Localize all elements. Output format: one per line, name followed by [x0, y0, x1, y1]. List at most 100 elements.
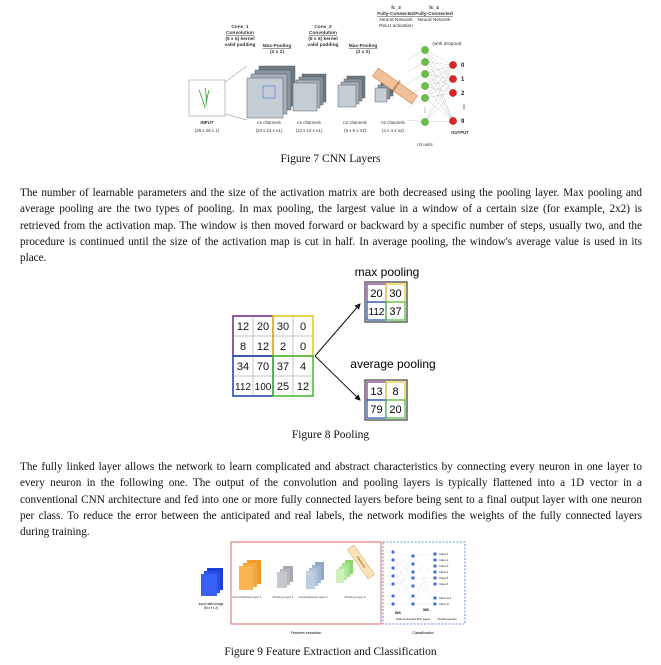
class-label-6: Class 6: [439, 582, 449, 586]
avg-cell-1-0: 79: [370, 404, 382, 416]
stage3-dims: (8 x 8 x n2): [344, 128, 366, 133]
fc3-label-4: ReLU activation: [379, 23, 413, 29]
conv1-label-1: Conv_1: [231, 24, 249, 30]
avg-cell-0-0: 13: [370, 386, 382, 398]
grid-cell-0-0: 12: [237, 321, 249, 333]
class-label-5: Class 5: [439, 576, 449, 580]
stage1-title: n1 channels: [257, 120, 281, 125]
output-ellipsis: ⋮: [461, 104, 467, 111]
conv2-label-1: Conv_2: [314, 24, 332, 30]
fc4-label-2: Fully-Connected: [415, 11, 453, 17]
pool1-label-2: (2 x 2): [270, 49, 284, 55]
fc3-neurons: [421, 46, 429, 126]
max-pooling-output-grid: [364, 281, 408, 323]
w1-label: W1: [395, 610, 402, 615]
figure-7-cnn-layers: Conv_1 Convolution (5 x 5) kernel valid …: [188, 5, 469, 147]
grid-cell-1-2: 2: [280, 341, 286, 353]
stage2-title: n1 channels: [297, 120, 321, 125]
flattened-bar: Flattened: [372, 67, 418, 105]
fc3-label-3: Neural Network: [379, 17, 413, 23]
output-digit-9: 9: [461, 119, 465, 125]
input-label: INPUT: [200, 120, 213, 125]
grid-cell-1-3: 0: [300, 341, 306, 353]
input-digit-glyph: [198, 87, 210, 109]
fc-layer-label: Fully-connected (FC) Layer: [396, 617, 430, 621]
grid-cell-0-2: 30: [277, 321, 289, 333]
class-label-3: Class 3: [439, 564, 449, 568]
output-neurons: [449, 61, 457, 125]
max-pooling-label: max pooling: [355, 265, 420, 279]
conv2-label-3: (5 x 5) kernel: [308, 36, 337, 42]
conv1-label-4: valid padding: [225, 42, 256, 48]
pool2-label-1: Max-Pooling: [349, 43, 378, 49]
layer-label-conv1: Convolutional Layer 1: [232, 595, 261, 599]
paragraph-fully-connected: The fully linked layer allows the networ…: [20, 461, 642, 539]
pooling-layer-2-maps: [336, 560, 353, 583]
figure-8-pooling: 12 20 30 0 8 12 2 0 34 70 37 4 112 100 2…: [232, 265, 436, 421]
classification-label: Classification: [412, 631, 433, 635]
grid-cell-3-1: 100: [255, 382, 272, 393]
pool1-label-1: Max-Pooling: [263, 43, 292, 49]
class-label-q: Class Q: [439, 602, 450, 606]
grid-cell-2-2: 37: [277, 361, 289, 373]
conv1-label-3: (5 x 5) kernel: [225, 36, 254, 42]
conv-layer-1-maps: [239, 560, 261, 590]
fc4-label-3: Neural Network: [417, 17, 451, 23]
average-pooling-arrow: [314, 355, 361, 401]
max-pooling-arrow: [314, 303, 361, 357]
figure-9-caption: Figure 9 Feature Extraction and Classifi…: [224, 646, 437, 658]
input-dims: (28 x 28 x 1): [195, 128, 220, 133]
grid-cell-2-3: 4: [300, 361, 306, 373]
output-digit-0: 0: [461, 63, 465, 69]
output-neurons-label: Output neurons: [437, 617, 457, 621]
max-cell-0-0: 20: [370, 288, 382, 300]
grid-cell-2-0: 34: [237, 361, 249, 373]
input-radio-image: [201, 568, 223, 596]
figure-8-caption: Figure 8 Pooling: [291, 429, 370, 441]
fc4-label-1: fc_4: [429, 5, 439, 11]
pool2-label-2: (2 x 2): [356, 49, 370, 55]
grid-cell-2-1: 70: [257, 361, 269, 373]
grid-cell-1-0: 8: [240, 341, 246, 353]
grid-cell-3-3: 12: [297, 381, 309, 393]
input-image-dims: (M x f x 2): [204, 606, 218, 610]
conv-layer-2-maps: [306, 562, 324, 589]
grid-cell-3-2: 25: [277, 381, 289, 393]
output-label: OUTPUT: [451, 130, 469, 135]
grid-cell-1-1: 12: [257, 341, 269, 353]
stage1-dims: (24 x 24 x n1): [256, 128, 283, 133]
w2-label: W2: [423, 607, 430, 612]
pooling-input-grid: [232, 315, 314, 397]
stage3-title: n2 channels: [343, 120, 367, 125]
max-cell-1-0: 112: [369, 307, 385, 318]
layer-label-pool1: Pooling Layer 1: [273, 595, 294, 599]
output-digit-1: 1: [461, 77, 465, 83]
class-label-4: Class 4: [439, 570, 449, 574]
max-cell-0-1: 30: [389, 288, 401, 300]
features-extraction-box: [230, 541, 382, 625]
fig9-connections: [392, 551, 436, 605]
fig9-flattened-label: Flattened: [356, 555, 367, 568]
layer-label-conv2: Convolutional Layer 2: [298, 595, 327, 599]
avg-cell-0-1: 8: [392, 386, 398, 398]
fig9-output-neurons: [433, 552, 437, 606]
grid-cell-0-1: 20: [257, 321, 269, 333]
stage4-dims: (4 x 4 x n2): [382, 128, 404, 133]
fc-connections: [406, 49, 454, 123]
conv2-feature-maps: [337, 75, 366, 108]
fc3-label-2: Fully-Connected: [377, 11, 415, 17]
conv1-label-2: Convolution: [226, 30, 254, 36]
stage4-title: n2 channels: [381, 120, 405, 125]
fig9-flattened-bar: Flattened: [347, 544, 375, 580]
flattened-label: Flattened: [390, 79, 402, 94]
features-extraction-label: Features extraction: [291, 631, 322, 635]
dropout-label: (with dropout): [432, 41, 462, 47]
grid-cell-0-3: 0: [300, 321, 306, 333]
fc3-ellipsis: ⋮: [422, 107, 428, 114]
conv1-feature-maps: [246, 65, 296, 119]
pool1-feature-maps: [292, 73, 327, 112]
avg-cell-1-1: 20: [389, 404, 401, 416]
class-label-q-1: Class Q-1: [439, 596, 452, 600]
pooling-layer-1-maps: [277, 566, 293, 588]
units-label: n3 units: [417, 142, 433, 147]
